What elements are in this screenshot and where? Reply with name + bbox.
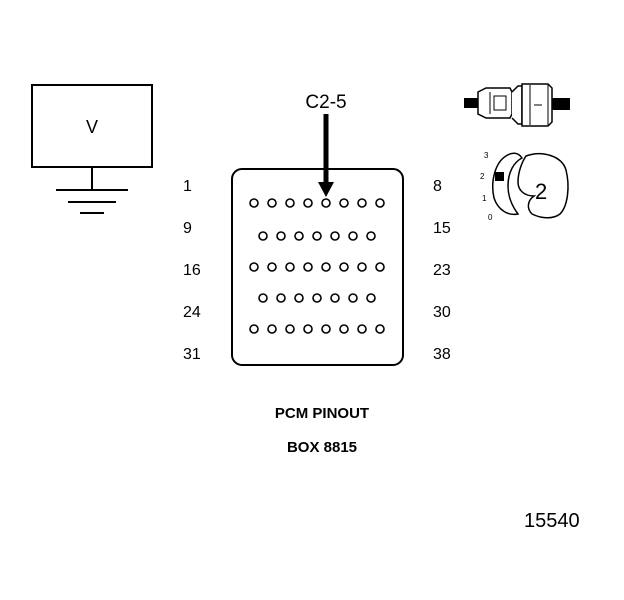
diagram-title: PCM PINOUT (275, 405, 369, 422)
pin-label: 23 (433, 262, 451, 279)
pin-hole (321, 324, 331, 334)
dial-position: 2 (480, 172, 485, 181)
pin-label: 15 (433, 220, 451, 237)
pin-hole (339, 262, 349, 272)
pin-label: 38 (433, 346, 451, 363)
pin-hole (357, 324, 367, 334)
ground-icon (56, 167, 128, 214)
callout-label: C2-5 (305, 92, 346, 113)
pin-label: 9 (183, 220, 192, 237)
pin-label: 1 (183, 178, 192, 195)
pin-hole (285, 262, 295, 272)
pin-hole (267, 262, 277, 272)
pin-hole (294, 231, 304, 241)
pin-hole (294, 293, 304, 303)
pin-hole (321, 262, 331, 272)
pin-hole (249, 198, 259, 208)
connector-plug-icon (464, 83, 570, 127)
pin-hole (330, 231, 340, 241)
pin-hole (258, 231, 268, 241)
dial-position: 3 (484, 151, 489, 160)
pin-hole (375, 262, 385, 272)
figure-number: 15540 (524, 510, 580, 532)
pin-label: 31 (183, 346, 201, 363)
pin-hole (348, 293, 358, 303)
pin-hole (285, 324, 295, 334)
pin-label: 16 (183, 262, 201, 279)
dial-position: 0 (488, 213, 493, 222)
pin-hole (258, 293, 268, 303)
pin-hole (267, 324, 277, 334)
pin-hole (348, 231, 358, 241)
pin-hole (375, 324, 385, 334)
pin-label: 30 (433, 304, 451, 321)
pin-hole (339, 198, 349, 208)
pin-hole (375, 198, 385, 208)
pin-hole (357, 262, 367, 272)
pin-hole-highlighted (321, 198, 331, 208)
pcm-connector (231, 168, 404, 366)
pin-hole (267, 198, 277, 208)
diagram-subtitle: BOX 8815 (287, 439, 357, 456)
pin-hole (366, 293, 376, 303)
voltmeter: V (31, 84, 153, 168)
pin-hole (330, 293, 340, 303)
pin-hole (303, 262, 313, 272)
pin-hole (366, 231, 376, 241)
dial-selected-value: 2 (535, 179, 547, 204)
pin-hole (312, 231, 322, 241)
pin-hole (312, 293, 322, 303)
pin-hole (249, 324, 259, 334)
pin-labels-left: 1 9 16 24 31 (183, 178, 201, 363)
pin-hole (303, 324, 313, 334)
pin-label: 24 (183, 304, 201, 321)
pin-labels-right: 8 15 23 30 38 (433, 178, 451, 363)
selector-dial-icon: 3 2 1 0 2 (480, 151, 569, 222)
pin-hole (339, 324, 349, 334)
pin-hole (276, 293, 286, 303)
pin-label: 8 (433, 178, 442, 195)
pin-hole (249, 262, 259, 272)
callout-arrow: C2-5 (305, 92, 347, 197)
pin-hole (303, 198, 313, 208)
dial-position: 1 (482, 194, 487, 203)
pin-grid (249, 198, 385, 334)
pin-hole (285, 198, 295, 208)
pin-hole (276, 231, 286, 241)
voltmeter-label: V (86, 117, 98, 137)
pin-hole (357, 198, 367, 208)
